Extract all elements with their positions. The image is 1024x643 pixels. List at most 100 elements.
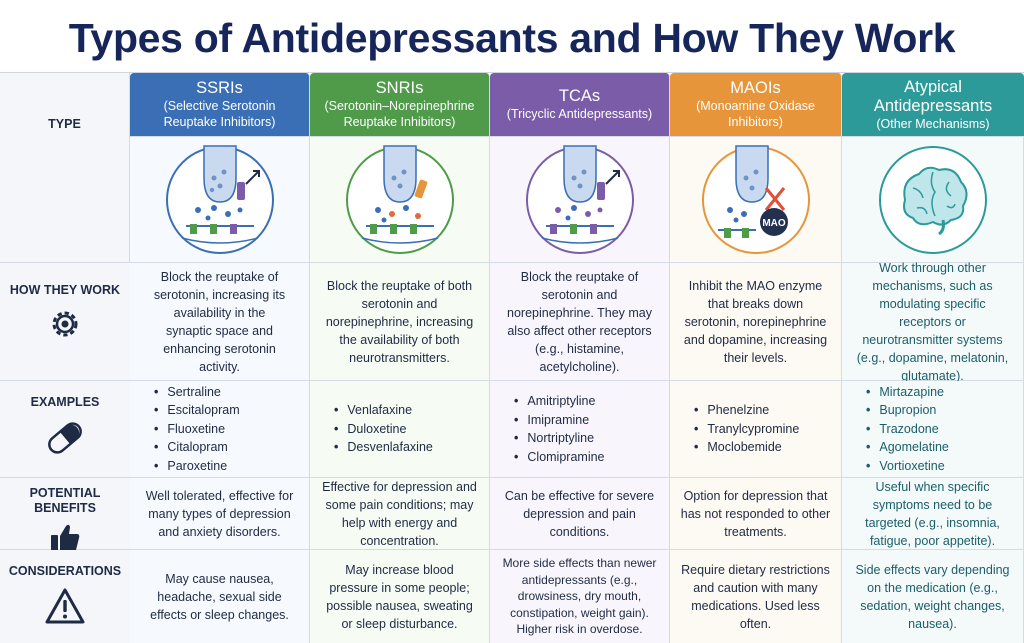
considerations-atypical: Side effects vary depending on the medic… <box>842 550 1024 643</box>
row-label-examples: EXAMPLES <box>0 381 130 478</box>
list-item: Moclobemide <box>694 438 799 457</box>
synapse-tricyclic-icon <box>525 144 634 254</box>
pill-capsule-icon <box>43 418 87 461</box>
list-item: Duloxetine <box>334 420 433 439</box>
column-header-atypical: Atypical Antidepressants (Other Mechanis… <box>842 73 1024 137</box>
mao-label: MAO <box>762 218 786 229</box>
considerations-text: Side effects vary depending on the medic… <box>855 562 1010 631</box>
list-item: Sertraline <box>154 383 240 402</box>
how-tca: Block the reuptake of serotonin and nore… <box>490 263 670 381</box>
list-item: Tranylcypromine <box>694 420 799 439</box>
row-label-benefits: POTENTIAL BENEFITS <box>0 478 130 552</box>
column-subtitle: (Serotonin–Norepinephrine Reuptake Inhib… <box>324 99 475 129</box>
considerations-text: May cause nausea, headache, sexual side … <box>150 571 289 622</box>
list-item: Bupropion <box>866 401 949 420</box>
row-label-how: HOW THEY WORK <box>0 263 130 381</box>
how-text: Block the reuptake of serotonin and nore… <box>507 269 652 374</box>
examples-ssri: Sertraline Escitalopram Fluoxetine Cital… <box>130 381 310 478</box>
column-header-snri: SNRIs (Serotonin–Norepinephrine Reuptake… <box>310 73 490 137</box>
considerations-text: May increase blood pressure in some peop… <box>326 562 473 631</box>
list-item: Trazodone <box>866 420 949 439</box>
synapse-dual-reuptake-icon <box>345 144 454 254</box>
synapse-reuptake-blocked-icon <box>165 144 274 254</box>
how-atypical: Work through other mechanisms, such as m… <box>842 261 1024 383</box>
examples-list: Sertraline Escitalopram Fluoxetine Cital… <box>154 383 240 476</box>
column-header-ssri: SSRIs (Selective Serotonin Reuptake Inhi… <box>130 73 310 137</box>
row-label-benefits-text: POTENTIAL BENEFITS <box>29 486 101 515</box>
list-item: Nortriptyline <box>514 429 605 448</box>
examples-snri: Venlafaxine Duloxetine Desvenlafaxine <box>310 381 490 478</box>
how-text: Block the reuptake of both serotonin and… <box>325 278 474 365</box>
list-item: Agomelatine <box>866 438 949 457</box>
considerations-ssri: May cause nausea, headache, sexual side … <box>130 550 310 643</box>
synapse-mao-blocked-icon: MAO <box>701 144 810 254</box>
benefits-atypical: Useful when specific symptoms need to be… <box>842 478 1024 550</box>
examples-tca: Amitriptyline Imipramine Nortriptyline C… <box>490 381 670 478</box>
list-item: Clomipramine <box>514 448 604 467</box>
examples-list: Amitriptyline Imipramine Nortriptyline C… <box>514 392 605 467</box>
considerations-text: More side effects than newer antidepress… <box>502 556 657 637</box>
benefits-snri: Effective for depression and some pain c… <box>310 478 490 550</box>
thumbs-up-icon <box>47 520 83 559</box>
considerations-tca: More side effects than newer antidepress… <box>490 550 670 643</box>
examples-maoi: Phenelzine Tranylcypromine Moclobemide <box>670 381 842 478</box>
list-item: Imipramine <box>514 411 605 430</box>
benefits-tca: Can be effective for severe depression a… <box>490 478 670 550</box>
illustration-ssri <box>130 137 310 263</box>
benefits-text: Effective for depression and some pain c… <box>322 479 477 548</box>
list-item: Desvenlafaxine <box>334 438 432 457</box>
how-snri: Block the reuptake of both serotonin and… <box>310 263 490 381</box>
list-item: Venlafaxine <box>334 401 433 420</box>
list-item: Vortioxetine <box>866 457 949 476</box>
warning-triangle-icon <box>44 587 86 628</box>
list-item: Amitriptyline <box>514 392 605 411</box>
list-item: Citalopram <box>154 438 240 457</box>
page-title: Types of Antidepressants and How They Wo… <box>68 15 956 61</box>
column-subtitle: (Other Mechanisms) <box>876 116 990 131</box>
row-label-considerations-text: CONSIDERATIONS <box>8 564 122 578</box>
column-subtitle: (Monoamine Oxidase Inhibitors) <box>696 99 815 129</box>
examples-list: Venlafaxine Duloxetine Desvenlafaxine <box>334 401 433 457</box>
row-label-type: TYPE <box>0 73 130 263</box>
benefits-maoi: Option for depression that has not respo… <box>670 478 842 550</box>
brain-icon <box>878 145 987 254</box>
how-maoi: Inhibit the MAO enzyme that breaks down … <box>670 263 842 381</box>
column-name: Atypical Antidepressants <box>873 77 993 115</box>
row-label-examples-text: EXAMPLES <box>30 395 100 409</box>
considerations-maoi: Require dietary restrictions and caution… <box>670 550 842 643</box>
illustration-maoi: MAO <box>670 137 842 263</box>
considerations-snri: May increase blood pressure in some peop… <box>310 550 490 643</box>
illustration-tca <box>490 137 670 263</box>
row-label-considerations: CONSIDERATIONS <box>0 550 130 643</box>
gear-head-icon <box>47 306 83 345</box>
examples-atypical: Mirtazapine Bupropion Trazodone Agomelat… <box>842 381 1024 478</box>
benefits-text: Option for depression that has not respo… <box>680 488 831 539</box>
list-item: Fluoxetine <box>154 420 240 439</box>
how-text: Block the reuptake of serotonin, increas… <box>153 269 286 374</box>
illustration-snri <box>310 137 490 263</box>
list-item: Escitalopram <box>154 401 239 420</box>
considerations-text: Require dietary restrictions and caution… <box>681 562 830 631</box>
column-subtitle: (Selective Serotonin Reuptake Inhibitors… <box>163 99 276 129</box>
column-name: SNRIs <box>375 79 424 97</box>
comparison-table: TYPE SSRIs (Selective Serotonin Reuptake… <box>0 72 1024 643</box>
column-header-tca: TCAs (Tricyclic Antidepressants) <box>490 73 670 137</box>
list-item: Mirtazapine <box>866 383 949 402</box>
benefits-text: Useful when specific symptoms need to be… <box>865 479 1000 548</box>
column-name: SSRIs <box>196 79 243 97</box>
examples-list: Phenelzine Tranylcypromine Moclobemide <box>694 401 799 457</box>
list-item: Paroxetine <box>154 457 240 476</box>
benefits-text: Well tolerated, effective for many types… <box>145 488 294 539</box>
how-text: Work through other mechanisms, such as m… <box>856 260 1009 383</box>
column-header-maoi: MAOIs (Monoamine Oxidase Inhibitors) <box>670 73 842 137</box>
column-name: TCAs <box>558 87 601 105</box>
column-name: MAOIs <box>730 79 781 97</box>
how-ssri: Block the reuptake of serotonin, increas… <box>130 263 310 381</box>
examples-list: Mirtazapine Bupropion Trazodone Agomelat… <box>866 383 949 476</box>
how-text: Inhibit the MAO enzyme that breaks down … <box>683 278 828 365</box>
benefits-text: Can be effective for severe depression a… <box>504 488 655 539</box>
row-label-type-text: TYPE <box>48 117 81 131</box>
column-subtitle: (Tricyclic Antidepressants) <box>506 107 653 121</box>
list-item: Phenelzine <box>694 401 799 420</box>
illustration-atypical <box>842 137 1024 263</box>
